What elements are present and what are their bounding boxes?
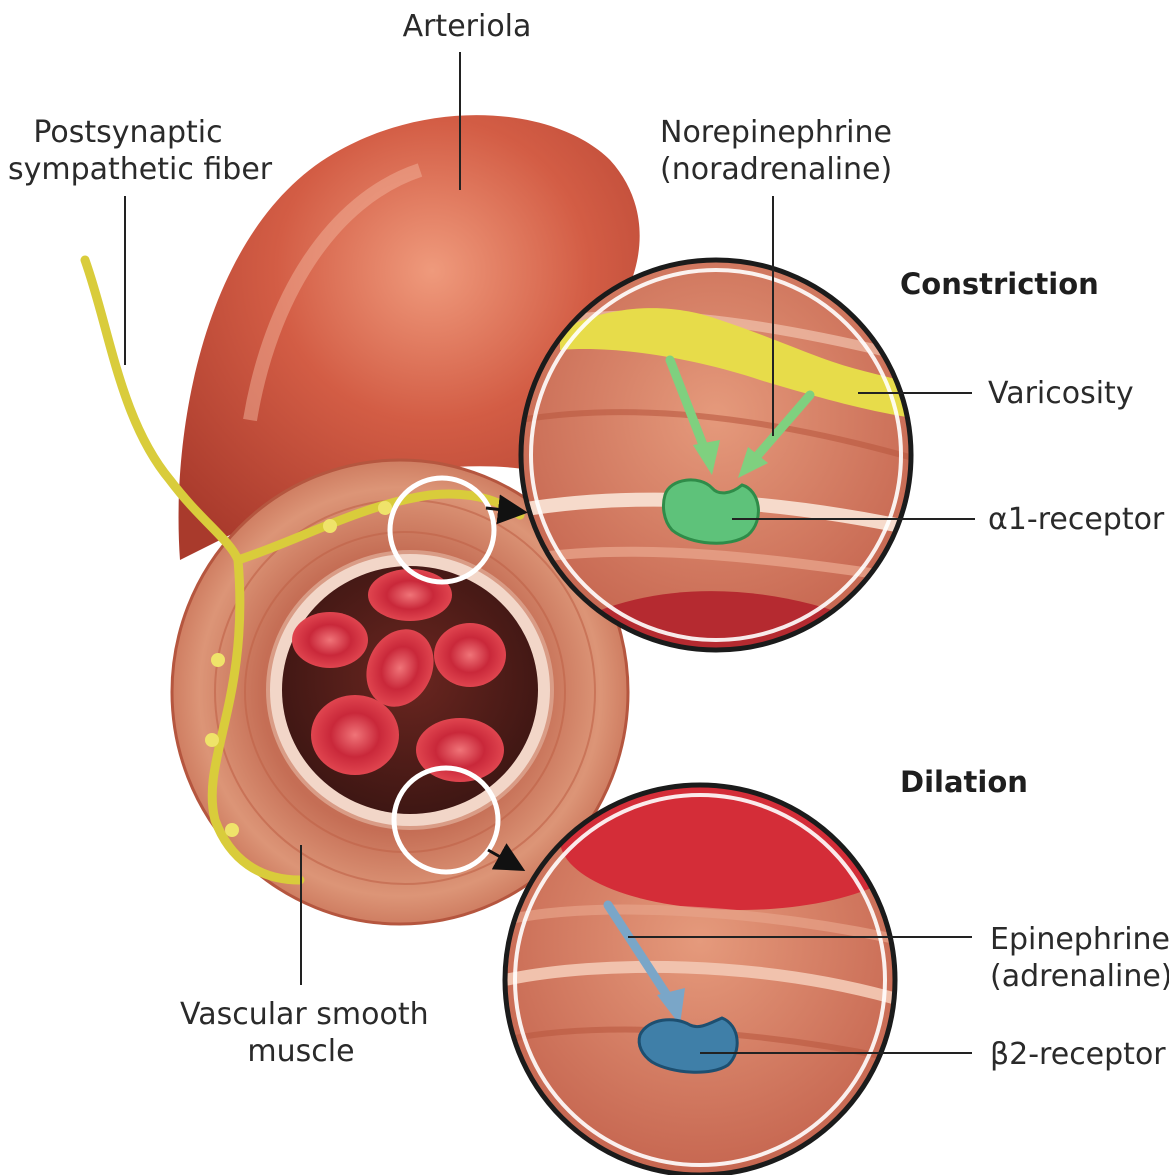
label-norepinephrine-line1: Norepinephrine	[660, 114, 886, 151]
red-blood-cell	[311, 695, 399, 775]
heading-constriction: Constriction	[900, 266, 1099, 303]
heading-dilation: Dilation	[900, 764, 1028, 801]
label-postsynaptic-line2: sympathetic fiber	[8, 151, 248, 188]
beta2-receptor-icon	[639, 1018, 737, 1072]
label-norepinephrine-line2: (noradrenaline)	[660, 151, 886, 188]
label-norepinephrine: Norepinephrine (noradrenaline)	[660, 114, 886, 188]
red-blood-cell	[434, 623, 506, 687]
label-alpha1-receptor: α1-receptor	[988, 501, 1164, 538]
label-smooth-muscle-line2: muscle	[180, 1033, 422, 1070]
label-beta2-receptor: β2-receptor	[990, 1036, 1166, 1073]
label-vascular-smooth-muscle: Vascular smooth muscle	[180, 996, 422, 1070]
alpha1-receptor-icon	[663, 480, 758, 543]
label-epinephrine: Epinephrine (adrenaline)	[990, 921, 1169, 995]
label-epinephrine-line2: (adrenaline)	[990, 958, 1169, 995]
label-epinephrine-line1: Epinephrine	[990, 921, 1169, 958]
label-postsynaptic-fiber: Postsynaptic sympathetic fiber	[8, 114, 248, 188]
label-smooth-muscle-line1: Vascular smooth	[180, 996, 422, 1033]
red-blood-cell	[292, 612, 368, 668]
label-varicosity: Varicosity	[988, 375, 1134, 412]
label-arteriola: Arteriola	[382, 8, 552, 45]
red-blood-cell	[368, 569, 452, 621]
label-postsynaptic-line1: Postsynaptic	[8, 114, 248, 151]
